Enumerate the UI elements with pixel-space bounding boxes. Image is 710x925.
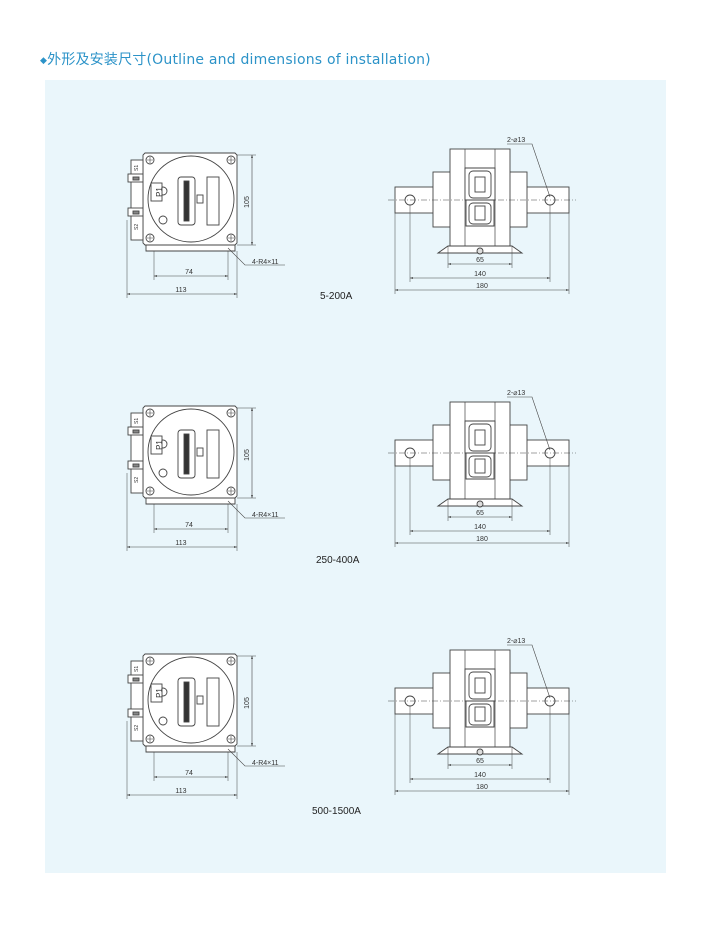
drawing-set-500-1500a [127, 638, 576, 799]
section-title-text: 外形及安装尺寸(Outline and dimensions of instal… [47, 52, 431, 68]
s2-label: S2 [134, 224, 140, 230]
section-title: ◆外形及安装尺寸(Outline and dimensions of insta… [40, 49, 431, 69]
side-view [388, 143, 576, 294]
dim-113-label: 113 [175, 287, 186, 294]
drawing-set-5-200a: P1 S1 S2 105 74 113 4-R4×11 [126, 137, 576, 298]
dim-65-label: 65 [476, 257, 484, 264]
dim-74-label: 74 [185, 269, 193, 276]
bullet-icon: ◆ [40, 56, 48, 66]
bolt-holes-label: 2-⌀13 [507, 137, 525, 144]
range-label-2: 250-400A [316, 555, 360, 566]
dim-140-label: 140 [474, 271, 486, 278]
dim-180-label: 180 [476, 283, 488, 290]
range-label-1: 5-200A [320, 291, 353, 302]
drawing-set-250-400a [127, 390, 576, 551]
mount-holes-label: 4-R4×11 [252, 259, 279, 266]
dim-105-label: 105 [244, 196, 251, 208]
p1-label: P1 [155, 187, 164, 197]
dimension-drawings: P1 S1 S2 105 74 113 4-R4×11 [45, 137, 666, 873]
range-label-3: 500-1500A [312, 806, 361, 817]
s1-label: S1 [134, 165, 140, 171]
front-view [126, 152, 285, 298]
